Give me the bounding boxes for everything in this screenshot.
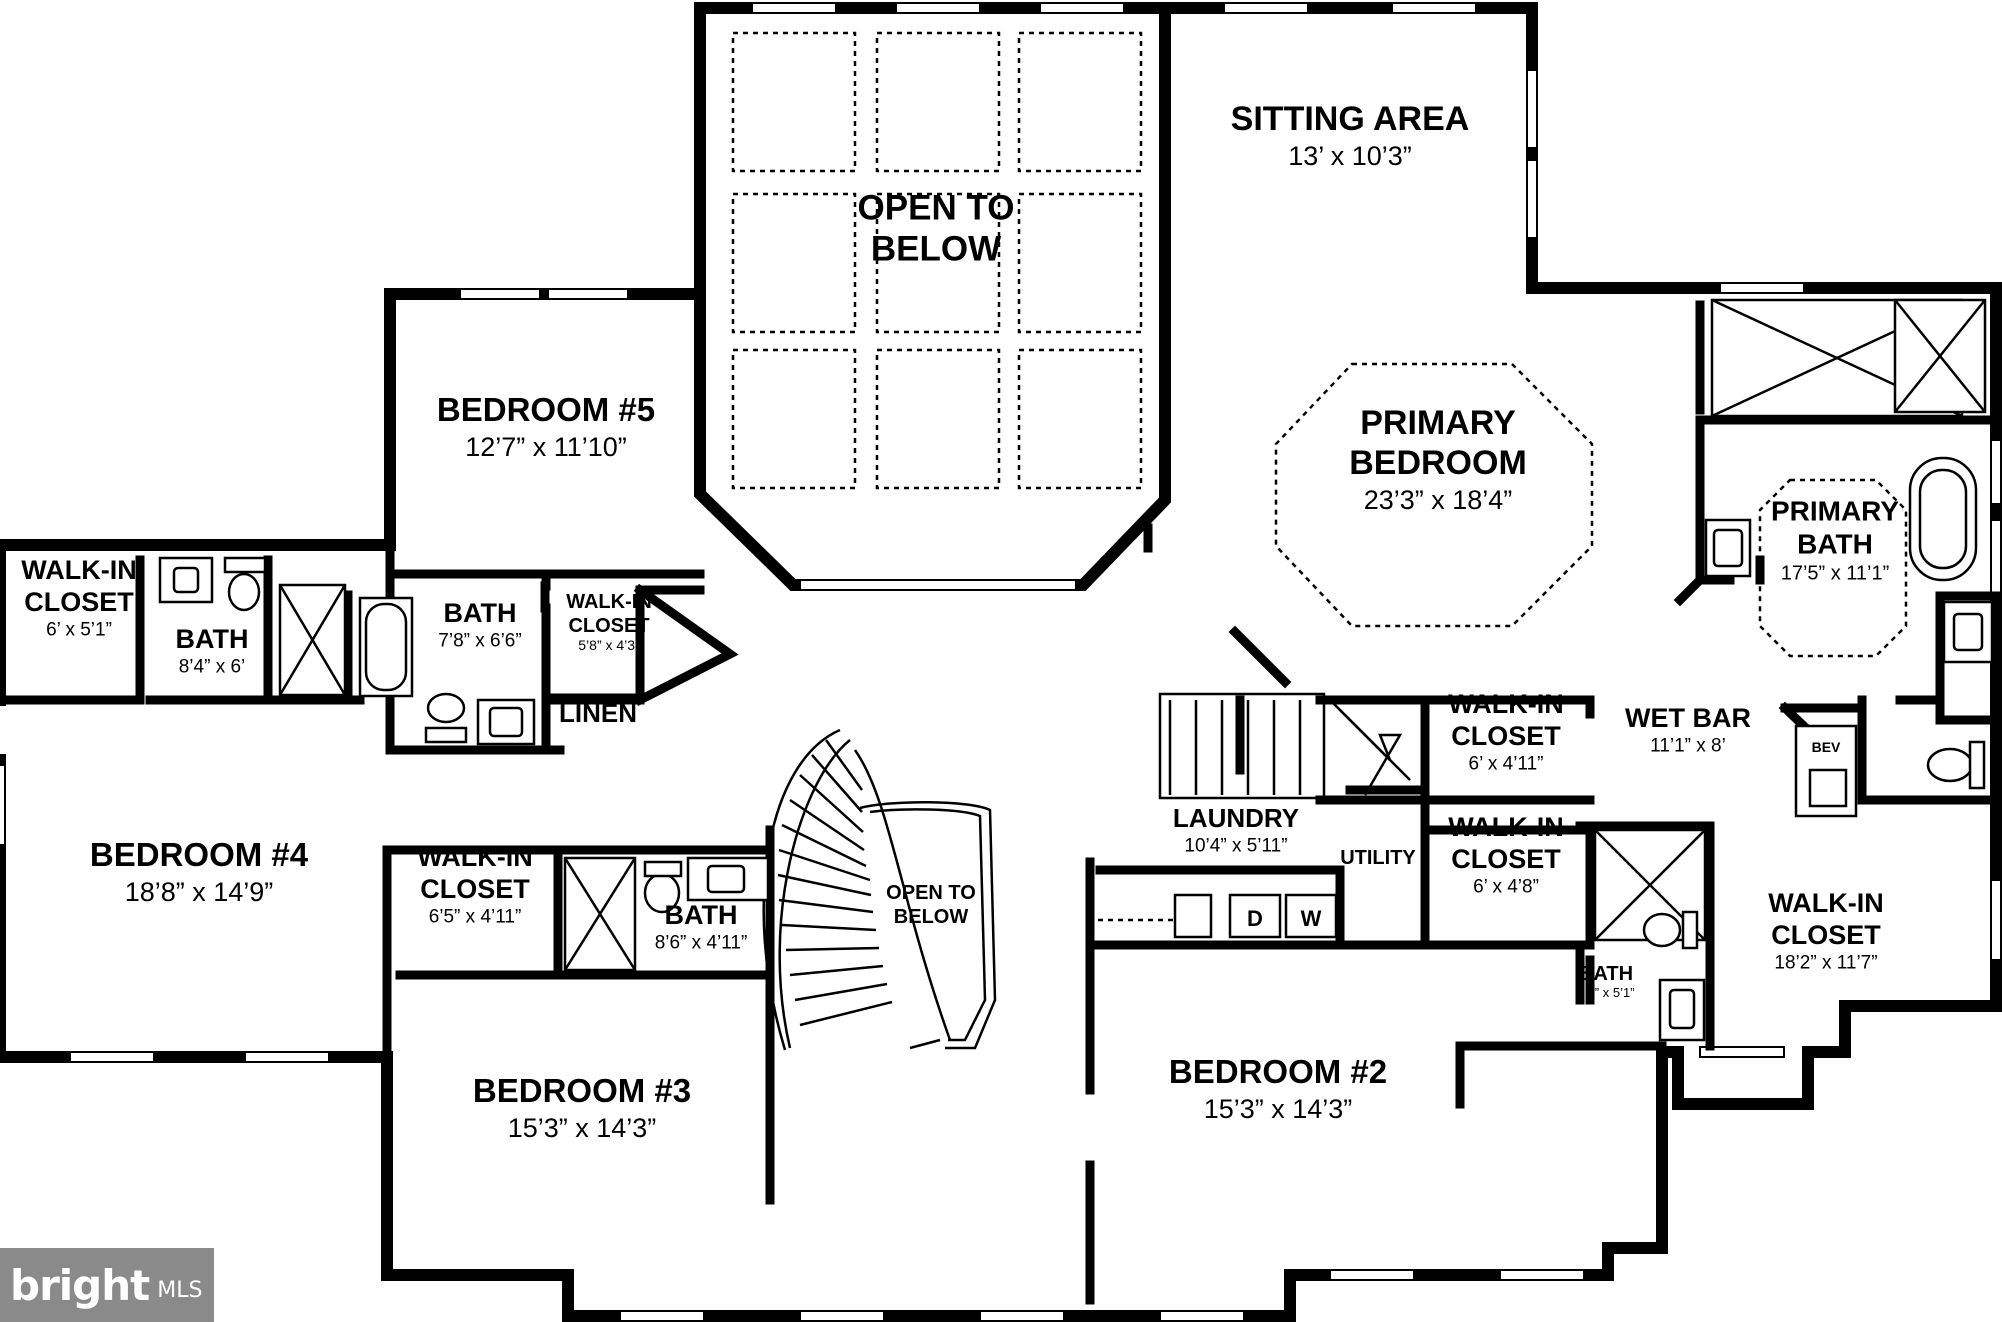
bath-d-dimensions: 8’4” x 5’1” [1577,985,1634,1000]
walkin-closet-b-name-line2: CLOSET [568,615,649,637]
bedroom2-dimensions: 15’3” x 14’3” [1204,1094,1353,1124]
walkin-closet-e-name-line2: CLOSET [420,874,530,904]
walkin-closet-f-name-line2: CLOSET [1771,920,1881,950]
walkin-closet-c-name-line2: CLOSET [1451,721,1561,751]
walkin-closet-c-dimensions: 6’ x 4’11” [1469,754,1544,775]
bedroom4-name: BEDROOM #4 [90,836,309,873]
curved-stair [762,728,997,1051]
bedroom3-dimensions: 15’3” x 14’3” [508,1113,657,1143]
walkin-closet-e-dimensions: 6’5” x 4’11” [429,907,522,928]
walkin-closet-f-dimensions: 18’2” x 11’7” [1774,953,1877,974]
bedroom5-dimensions: 12’7” x 11’10” [465,432,627,462]
laundry-name: LAUNDRY [1173,803,1299,833]
bath-a-dimensions: 8’4” x 6’ [179,657,246,678]
brand-logo: bright MLS [0,1248,214,1322]
walkin-closet-d-dimensions: 6’ x 4’8” [1473,877,1539,898]
bedroom3-name: BEDROOM #3 [473,1072,691,1109]
fixtures: D W BEV [158,298,1994,1042]
washer-label: W [1301,906,1322,931]
walkin-closet-a-name-line1: WALK-IN [21,555,136,585]
open-below-top-name-line2: BELOW [871,230,1001,269]
walkin-closet-b-dimensions: 5’8” x 4’3” [578,637,640,653]
dryer-label: D [1247,906,1263,931]
primary-bedroom-name-line2: BEDROOM [1349,444,1527,482]
bath-b-name: BATH [444,598,517,628]
wet-bar-dimensions: 11’1” x 8’ [1650,736,1726,757]
wet-bar-name: WET BAR [1625,703,1751,733]
sitting-name: SITTING AREA [1231,100,1470,138]
open-below-stair-name-line1: OPEN TO [886,882,976,904]
laundry-dimensions: 10’4” x 5’11” [1184,836,1287,857]
walkin-closet-a-name-line2: CLOSET [24,587,134,617]
brand-logo-text: bright [10,1260,150,1310]
primary-bath-name-line2: BATH [1797,529,1873,560]
bedroom4-dimensions: 18’8” x 14’9” [125,877,274,907]
bath-a-name: BATH [176,624,249,654]
open-to-below-bay [694,2,1171,591]
primary-bedroom-dimensions: 23’3” x 18’4” [1364,485,1513,515]
walkin-closet-e-name-line1: WALK-IN [417,842,532,872]
walkin-closet-b-name-line1: WALK-IN [566,591,652,613]
bath-d-name: BATH [1579,963,1633,985]
bedroom2-name: BEDROOM #2 [1169,1053,1387,1090]
utility-name: UTILITY [1340,847,1416,869]
beverage-label: BEV [1812,739,1841,755]
open-below-stair-name-line2: BELOW [894,906,969,928]
interior-walls [0,300,2001,1305]
primary-bedroom-name-line1: PRIMARY [1360,404,1516,442]
walkin-closet-d-name-line2: CLOSET [1451,844,1561,874]
bath-c-dimensions: 8’6” x 4’11” [655,933,748,954]
walkin-closet-d-name-line1: WALK-IN [1448,812,1563,842]
primary-bath-dimensions: 17’5” x 11’1” [1781,563,1890,585]
walkin-closet-f-name-line1: WALK-IN [1768,888,1883,918]
bedroom5-name: BEDROOM #5 [437,391,655,428]
linen-name: LINEN [559,698,637,728]
bath-b-dimensions: 7’8” x 6’6” [438,631,521,652]
open-below-top-name-line1: OPEN TO [858,188,1015,227]
bath-c-name: BATH [665,900,738,930]
brand-logo-suffix: MLS [157,1277,203,1303]
walkin-closet-c-name-line1: WALK-IN [1448,689,1563,719]
sitting-dimensions: 13’ x 10’3” [1288,141,1412,171]
walkin-closet-a-dimensions: 6’ x 5’1” [46,620,112,641]
primary-bath-name-line1: PRIMARY [1771,495,1899,526]
straight-stair [1158,692,1411,800]
